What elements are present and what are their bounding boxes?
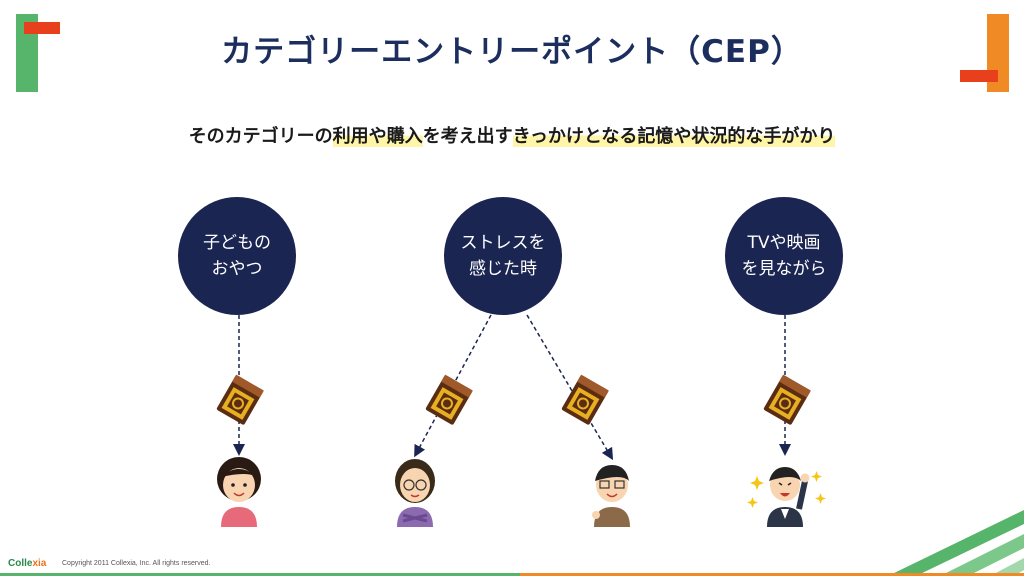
bottom-bar-green xyxy=(0,573,520,576)
chocolate-bar-icon xyxy=(424,373,474,427)
chocolate-bar-icon xyxy=(560,373,610,427)
woman-pink-icon xyxy=(217,457,261,527)
top-right-accent xyxy=(960,70,998,82)
subtitle-highlight-1: 利用や購入 xyxy=(332,126,423,147)
cep-label-line2: を見ながら xyxy=(741,259,827,279)
logo-main: Colle xyxy=(8,558,33,569)
collexia-logo: Collexia xyxy=(8,558,46,569)
cep-label-line1: 子どもの xyxy=(203,233,271,253)
bottom-right-decoration xyxy=(888,510,1024,576)
cep-label-line1: TVや映画 xyxy=(747,233,821,253)
chocolate-bar-icon xyxy=(762,373,812,427)
logo-accent: xia xyxy=(32,558,47,569)
woman-glasses-icon xyxy=(395,459,435,527)
top-left-accent xyxy=(24,22,60,34)
page-subtitle: そのカテゴリーの利用や購入を考え出すきっかけとなる記憶や状況的な手がかり xyxy=(0,122,1024,148)
cep-circle-kids-snack: 子どもの おやつ xyxy=(178,197,296,315)
subtitle-text-1: そのカテゴリーの xyxy=(188,126,333,147)
cep-circle-stress: ストレスを 感じた時 xyxy=(444,197,562,315)
chocolate-bar-icon xyxy=(215,373,265,427)
man-glasses-icon xyxy=(592,465,630,527)
connector-line-3 xyxy=(526,314,614,461)
cep-label-line2: おやつ xyxy=(211,259,263,279)
subtitle-highlight-2: きっかけとなる記憶や状況的な手がかり xyxy=(512,126,836,147)
cep-circle-tv-movie: TVや映画 を見ながら xyxy=(725,197,843,315)
cep-label-line1: ストレスを xyxy=(460,233,546,253)
cep-label-line2: 感じた時 xyxy=(469,259,537,279)
bottom-bar-orange xyxy=(520,573,1024,576)
man-cheering-icon xyxy=(747,467,826,527)
copyright-text: Copyright 2011 Collexia, Inc. All rights… xyxy=(62,560,211,567)
subtitle-text-2: を考え出す xyxy=(422,126,513,147)
page-title: カテゴリーエントリーポイント（CEP） xyxy=(221,34,803,70)
